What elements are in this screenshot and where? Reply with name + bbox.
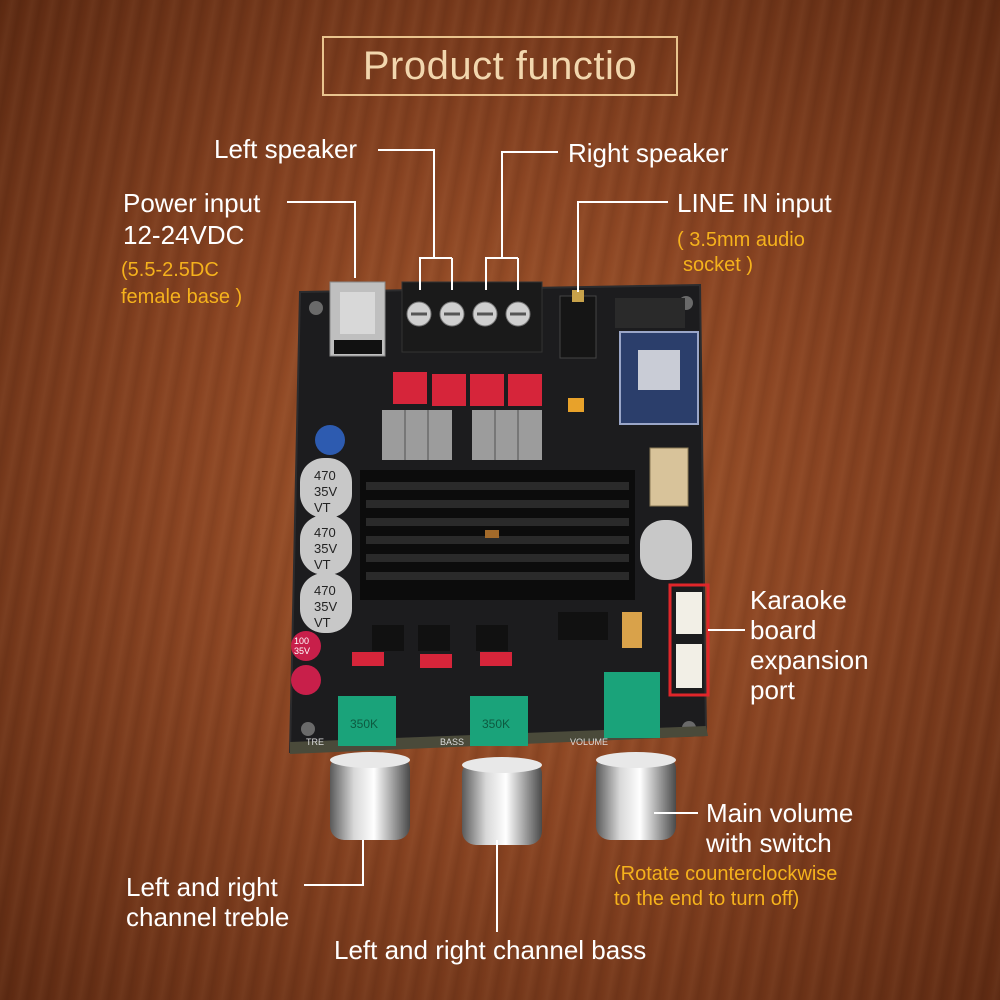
cap-suffix: VT bbox=[314, 557, 331, 572]
small-cap-voltage: 35V bbox=[294, 646, 310, 656]
line-in-note-1: ( 3.5mm audio bbox=[677, 229, 805, 251]
cap-suffix: VT bbox=[314, 500, 331, 515]
callout-lines bbox=[287, 149, 745, 932]
treble-label-1: Left and right bbox=[126, 872, 278, 902]
bass-silk: BASS bbox=[440, 737, 464, 747]
line-in-note-2: socket ) bbox=[683, 254, 754, 276]
bass-label: Left and right channel bass bbox=[334, 935, 647, 965]
cap-voltage: 35V bbox=[314, 541, 337, 556]
main-volume-label-2: with switch bbox=[706, 828, 832, 858]
crystal bbox=[649, 447, 689, 507]
pot-markings: 350K 350K TRE BASS VOLUME bbox=[306, 717, 608, 747]
cap-suffix: VT bbox=[314, 615, 331, 630]
right-speaker-label: Right speaker bbox=[568, 138, 729, 168]
line-in-label: LINE IN input bbox=[677, 188, 832, 218]
capacitor-markings: 470 35V VT 470 35V VT 470 35V VT 100 35V bbox=[294, 468, 337, 656]
karaoke-expansion-port bbox=[668, 583, 710, 697]
speaker-terminal-block bbox=[401, 281, 543, 353]
power-input-label: Power input bbox=[123, 188, 261, 218]
karaoke-label-2: board bbox=[750, 615, 817, 645]
capacitors bbox=[291, 425, 692, 695]
treble-silk: TRE bbox=[306, 737, 324, 747]
cap-voltage: 35V bbox=[314, 484, 337, 499]
line-in-socket bbox=[559, 290, 597, 359]
inductors bbox=[382, 410, 542, 460]
pot-value: 350K bbox=[482, 717, 510, 731]
ic-chips bbox=[352, 612, 642, 668]
red-components bbox=[393, 372, 584, 412]
title-box: Product functio bbox=[322, 36, 678, 96]
karaoke-label-4: port bbox=[750, 675, 795, 705]
cap-value: 470 bbox=[314, 468, 336, 483]
cap-value: 470 bbox=[314, 525, 336, 540]
karaoke-label-3: expansion bbox=[750, 645, 869, 675]
karaoke-label-1: Karaoke bbox=[750, 585, 847, 615]
small-cap-value: 100 bbox=[294, 636, 309, 646]
cap-value: 470 bbox=[314, 583, 336, 598]
volume-silk: VOLUME bbox=[570, 737, 608, 747]
cap-voltage: 35V bbox=[314, 599, 337, 614]
page-title: Product functio bbox=[362, 43, 638, 88]
left-speaker-label: Left speaker bbox=[214, 134, 358, 164]
power-input-note-2: female base ) bbox=[121, 286, 243, 308]
main-volume-note-1: (Rotate counterclockwise bbox=[614, 863, 838, 885]
pot-value: 350K bbox=[350, 717, 378, 731]
main-volume-label-1: Main volume bbox=[706, 798, 854, 828]
power-input-voltage: 12-24VDC bbox=[123, 220, 245, 250]
main-volume-note-2: to the end to turn off) bbox=[614, 888, 800, 910]
power-input-note-1: (5.5-2.5DC bbox=[121, 259, 219, 281]
potentiometers bbox=[338, 672, 660, 746]
knobs bbox=[330, 752, 676, 845]
treble-label-2: channel treble bbox=[126, 902, 290, 932]
bluetooth-module bbox=[615, 298, 699, 425]
power-jack bbox=[329, 281, 386, 357]
heatsink bbox=[360, 470, 635, 600]
